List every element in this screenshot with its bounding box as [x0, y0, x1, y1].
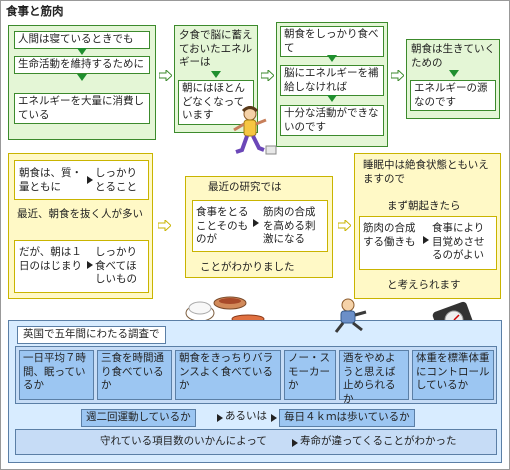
survey-item-weight: 体重を標準体重にコントロールしているか	[412, 350, 494, 400]
breakfast-food-illustration	[185, 296, 265, 324]
survey-item-sleep: 一日平均７時間、眠っているか	[19, 350, 94, 400]
seated-man-illustration	[334, 298, 367, 333]
box3-line-c: 十分な活動ができないのです	[280, 105, 384, 137]
down-arrow-icon	[327, 55, 337, 62]
ym-head-text: 最近の研究では	[208, 181, 282, 193]
box3-line-b: 脳にエネルギーを補給しなければ	[280, 65, 384, 97]
ym-in-right-text: 筋肉の合成を高める刺激になる	[263, 206, 316, 246]
small-right-arrow-icon	[423, 236, 429, 244]
green-box-3: 朝食をしっかり食べて 脳にエネルギーを補給しなければ 十分な活動ができないのです	[276, 22, 388, 147]
survey-or-text: あるいは	[225, 410, 267, 422]
survey-item-nonsmoker: ノー・スモーカーか	[284, 350, 336, 400]
blue-survey-box: 英国で五年間にわたる調査で 一日平均７時間、眠っているか 三食を時間通り食べてい…	[8, 320, 502, 463]
yr-a-text: 睡眠中は絶食状態ともいえますので	[363, 159, 489, 185]
page-title: 食事と筋肉	[6, 4, 64, 18]
small-right-arrow-icon	[271, 414, 277, 422]
yr-in-left-text: 筋肉の合成する働きも	[363, 222, 416, 248]
down-arrow-icon	[77, 74, 87, 81]
survey-exercise-text: 週二回運動しているか	[81, 409, 196, 427]
right-arrow-icon	[158, 220, 171, 231]
down-arrow-icon	[327, 95, 337, 102]
survey-conclusion-right: 寿命が違ってくることがわかった	[300, 435, 457, 447]
yellow-box-left: 朝食は、質・量ともに しっかりとること 最近、朝食を抜く人が多い だが、朝は１日…	[8, 153, 153, 299]
small-right-arrow-icon	[253, 219, 259, 227]
small-right-arrow-icon	[217, 414, 223, 422]
yl-top-right-text: しっかりとること	[95, 167, 137, 193]
yl-bot-right-text: しっかり食べてほしいもの	[95, 246, 137, 286]
yellow-mid-inner: 食事をとることそのものが 筋肉の合成を高める刺激になる	[192, 200, 328, 252]
box1-line-c: エネルギーを大量に消費している	[14, 93, 150, 125]
yellow-box-middle: 最近の研究では 食事をとることそのものが 筋肉の合成を高める刺激になる ことがわ…	[185, 176, 333, 278]
survey-head: 英国で五年間にわたる調査で	[17, 326, 166, 344]
survey-conclusion-left: 守れている項目数のいかんによって	[100, 435, 267, 447]
ym-foot-text: ことがわかりました	[200, 261, 295, 273]
down-arrow-icon	[449, 70, 459, 77]
survey-item-breakfast: 朝食をきっちりバランスよく食べているか	[175, 350, 281, 400]
yellow-left-top: 朝食は、質・量ともに しっかりとること	[14, 160, 149, 200]
yellow-left-bottom: だが、朝は１日のはじまり しっかり食べてほしいもの	[14, 240, 149, 293]
yr-in-right-text: 食事により目覚めさせるのがよい	[432, 222, 485, 262]
yl-bot-left-text: だが、朝は１日のはじまり	[19, 246, 82, 272]
down-arrow-icon	[211, 71, 221, 78]
green-box-2: 夕食で脳に蓄えておいたエネルギーは 朝にはほとんどなくなっています	[174, 25, 258, 133]
yl-mid-text: 最近、朝食を抜く人が多い	[17, 208, 143, 220]
small-right-arrow-icon	[87, 261, 93, 269]
down-arrow-icon	[77, 48, 87, 55]
yellow-right-inner: 筋肉の合成する働きも 食事により目覚めさせるのがよい	[359, 216, 497, 270]
box2-line-a: 夕食で脳に蓄えておいたエネルギーは	[179, 29, 253, 69]
yr-foot-text: と考えられます	[387, 279, 461, 291]
box2-line-b: 朝にはほとんどなくなっています	[178, 80, 254, 125]
box1-line-a: 人間は寝ているときでも	[14, 31, 150, 49]
survey-items-row: 一日平均７時間、眠っているか 三食を時間通り食べているか 朝食をきっちりバランス…	[15, 346, 497, 405]
green-box-1: 人間は寝ているときでも 生命活動を維持するために エネルギーを大量に消費している	[8, 25, 156, 140]
right-arrow-icon	[261, 70, 274, 81]
yl-top-left-text: 朝食は、質・量ともに	[19, 167, 82, 193]
ym-in-left-text: 食事をとることそのものが	[196, 206, 249, 246]
survey-walk-text: 毎日４ｋｍは歩いているか	[279, 409, 415, 427]
yellow-box-right: 睡眠中は絶食状態ともいえますので まず朝起きたら 筋肉の合成する働きも 食事によ…	[354, 153, 501, 299]
running-person-illustration	[233, 106, 277, 155]
small-right-arrow-icon	[87, 176, 93, 184]
box4-line-b: エネルギーの源なのです	[410, 80, 496, 112]
survey-conclusion-row: 守れている項目数のいかんによって 寿命が違ってくることがわかった	[15, 429, 497, 455]
survey-item-meals: 三食を時間通り食べているか	[97, 350, 172, 400]
yr-b-text: まず朝起きたら	[387, 200, 461, 212]
box1-line-b: 生命活動を維持するために	[14, 56, 150, 74]
small-right-arrow-icon	[292, 439, 298, 447]
right-arrow-icon	[391, 70, 404, 81]
right-arrow-icon	[338, 220, 351, 231]
box3-line-a: 朝食をしっかり食べて	[280, 26, 384, 58]
green-box-4: 朝食は生きていくための エネルギーの源なのです	[406, 39, 500, 119]
survey-item-alcohol: 酒をやめようと思えば止められるか	[339, 350, 409, 405]
right-arrow-icon	[159, 70, 172, 81]
box4-line-a: 朝食は生きていくための	[411, 43, 495, 69]
